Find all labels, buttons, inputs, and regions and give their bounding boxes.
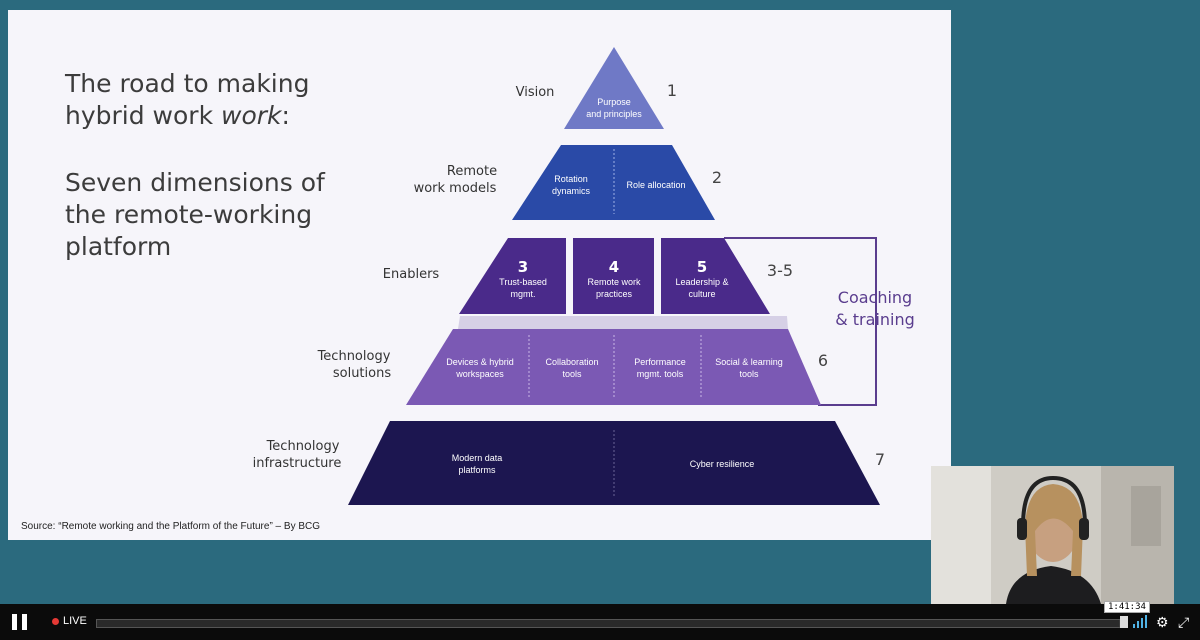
live-indicator[interactable]: LIVE xyxy=(52,615,87,627)
enabler-3-number: 3 xyxy=(518,258,528,276)
coaching-line-2: & training xyxy=(835,310,915,329)
techsol-cell-4-line-2: tools xyxy=(739,369,759,379)
coaching-bracket xyxy=(724,237,877,406)
progress-scrubber[interactable] xyxy=(1120,616,1128,628)
title-line-1: The road to making xyxy=(65,69,310,98)
title-line-2-pre: hybrid work xyxy=(65,101,221,130)
models-label-line-2: work models xyxy=(414,181,497,196)
title-line-2-em: work xyxy=(221,101,282,130)
infra-label-line-1: Technology xyxy=(266,439,340,454)
techsol-number: 6 xyxy=(818,351,828,370)
techsol-label-line-2: solutions xyxy=(333,366,391,381)
techsol-label-line-1: Technology xyxy=(317,349,391,364)
pause-button[interactable] xyxy=(2,606,36,638)
enabler-block-4 xyxy=(573,238,654,314)
models-cell-2: Role allocation xyxy=(626,180,685,190)
signal-icon[interactable] xyxy=(1133,614,1147,628)
infra-number: 7 xyxy=(875,450,885,469)
enabler-3-line-2: mgmt. xyxy=(510,289,535,299)
coaching-line-1: Coaching xyxy=(838,288,912,307)
models-cell-1-line-2: dynamics xyxy=(552,186,591,196)
vision-cell-line-1: Purpose xyxy=(597,97,631,107)
enablers-band xyxy=(458,316,788,329)
techsol-cell-2-line-2: tools xyxy=(562,369,582,379)
presentation-slide: The road to making hybrid work work: Sev… xyxy=(8,10,951,540)
enablers-label: Enablers xyxy=(383,267,440,282)
models-number: 2 xyxy=(712,168,722,187)
infra-cell-1-line-1: Modern data xyxy=(452,453,503,463)
subtitle-line-3: platform xyxy=(65,232,172,261)
enabler-block-3 xyxy=(459,238,566,314)
slide-title: The road to making hybrid work work: xyxy=(65,68,395,132)
vision-triangle xyxy=(564,47,664,129)
progress-fill xyxy=(97,620,1119,627)
pyramid-diagram: Purpose and principles Vision 1 Rotation… xyxy=(253,47,915,505)
vision-number: 1 xyxy=(667,81,677,100)
subtitle-line-2: the remote-working xyxy=(65,200,313,229)
subtitle-line-1: Seven dimensions of xyxy=(65,168,325,197)
enablers-number: 3-5 xyxy=(767,261,793,280)
models-label-line-1: Remote xyxy=(447,164,497,179)
source-citation: Source: “Remote working and the Platform… xyxy=(21,521,321,532)
enabler-4-number: 4 xyxy=(609,258,619,276)
pause-icon xyxy=(11,614,17,630)
enabler-5-line-2: culture xyxy=(688,289,715,299)
models-cell-1-line-1: Rotation xyxy=(554,174,588,184)
slide-subtitle: Seven dimensions of the remote-working p… xyxy=(65,167,395,263)
infra-cell-1-line-2: platforms xyxy=(458,465,496,475)
vision-cell-line-2: and principles xyxy=(586,109,642,119)
pause-icon-bar xyxy=(21,614,27,630)
techsol-cell-2-line-1: Collaboration xyxy=(545,357,598,367)
techsol-cell-3-line-1: Performance xyxy=(634,357,686,367)
enabler-4-line-1: Remote work xyxy=(587,277,641,287)
title-line-2-post: : xyxy=(281,101,290,130)
techsol-cell-4-line-1: Social & learning xyxy=(715,357,783,367)
video-player-controls: LIVE 1:41:34 ⚙ ⤢ xyxy=(0,601,1200,640)
presenter-webcam-feed xyxy=(931,466,1174,604)
enabler-4-line-2: practices xyxy=(596,289,633,299)
enabler-3-line-1: Trust-based xyxy=(499,277,547,287)
gear-icon[interactable]: ⚙ xyxy=(1156,614,1169,630)
vision-label: Vision xyxy=(516,85,555,100)
techsol-cell-1-line-2: workspaces xyxy=(455,369,504,379)
infra-cell-2: Cyber resilience xyxy=(690,459,755,469)
progress-bar[interactable] xyxy=(96,619,1124,628)
presenter-video xyxy=(931,466,1174,604)
fullscreen-icon[interactable]: ⤢ xyxy=(1178,614,1190,630)
enabler-5-line-1: Leadership & xyxy=(675,277,728,287)
infra-label-line-2: infrastructure xyxy=(253,456,342,471)
live-dot-icon xyxy=(52,617,59,625)
enabler-block-5 xyxy=(661,238,770,314)
live-label: LIVE xyxy=(63,615,87,627)
enabler-5-number: 5 xyxy=(697,258,707,276)
techsol-cell-1-line-1: Devices & hybrid xyxy=(446,357,514,367)
timestamp-tooltip: 1:41:34 xyxy=(1104,601,1150,613)
techsol-cell-3-line-2: mgmt. tools xyxy=(637,369,684,379)
